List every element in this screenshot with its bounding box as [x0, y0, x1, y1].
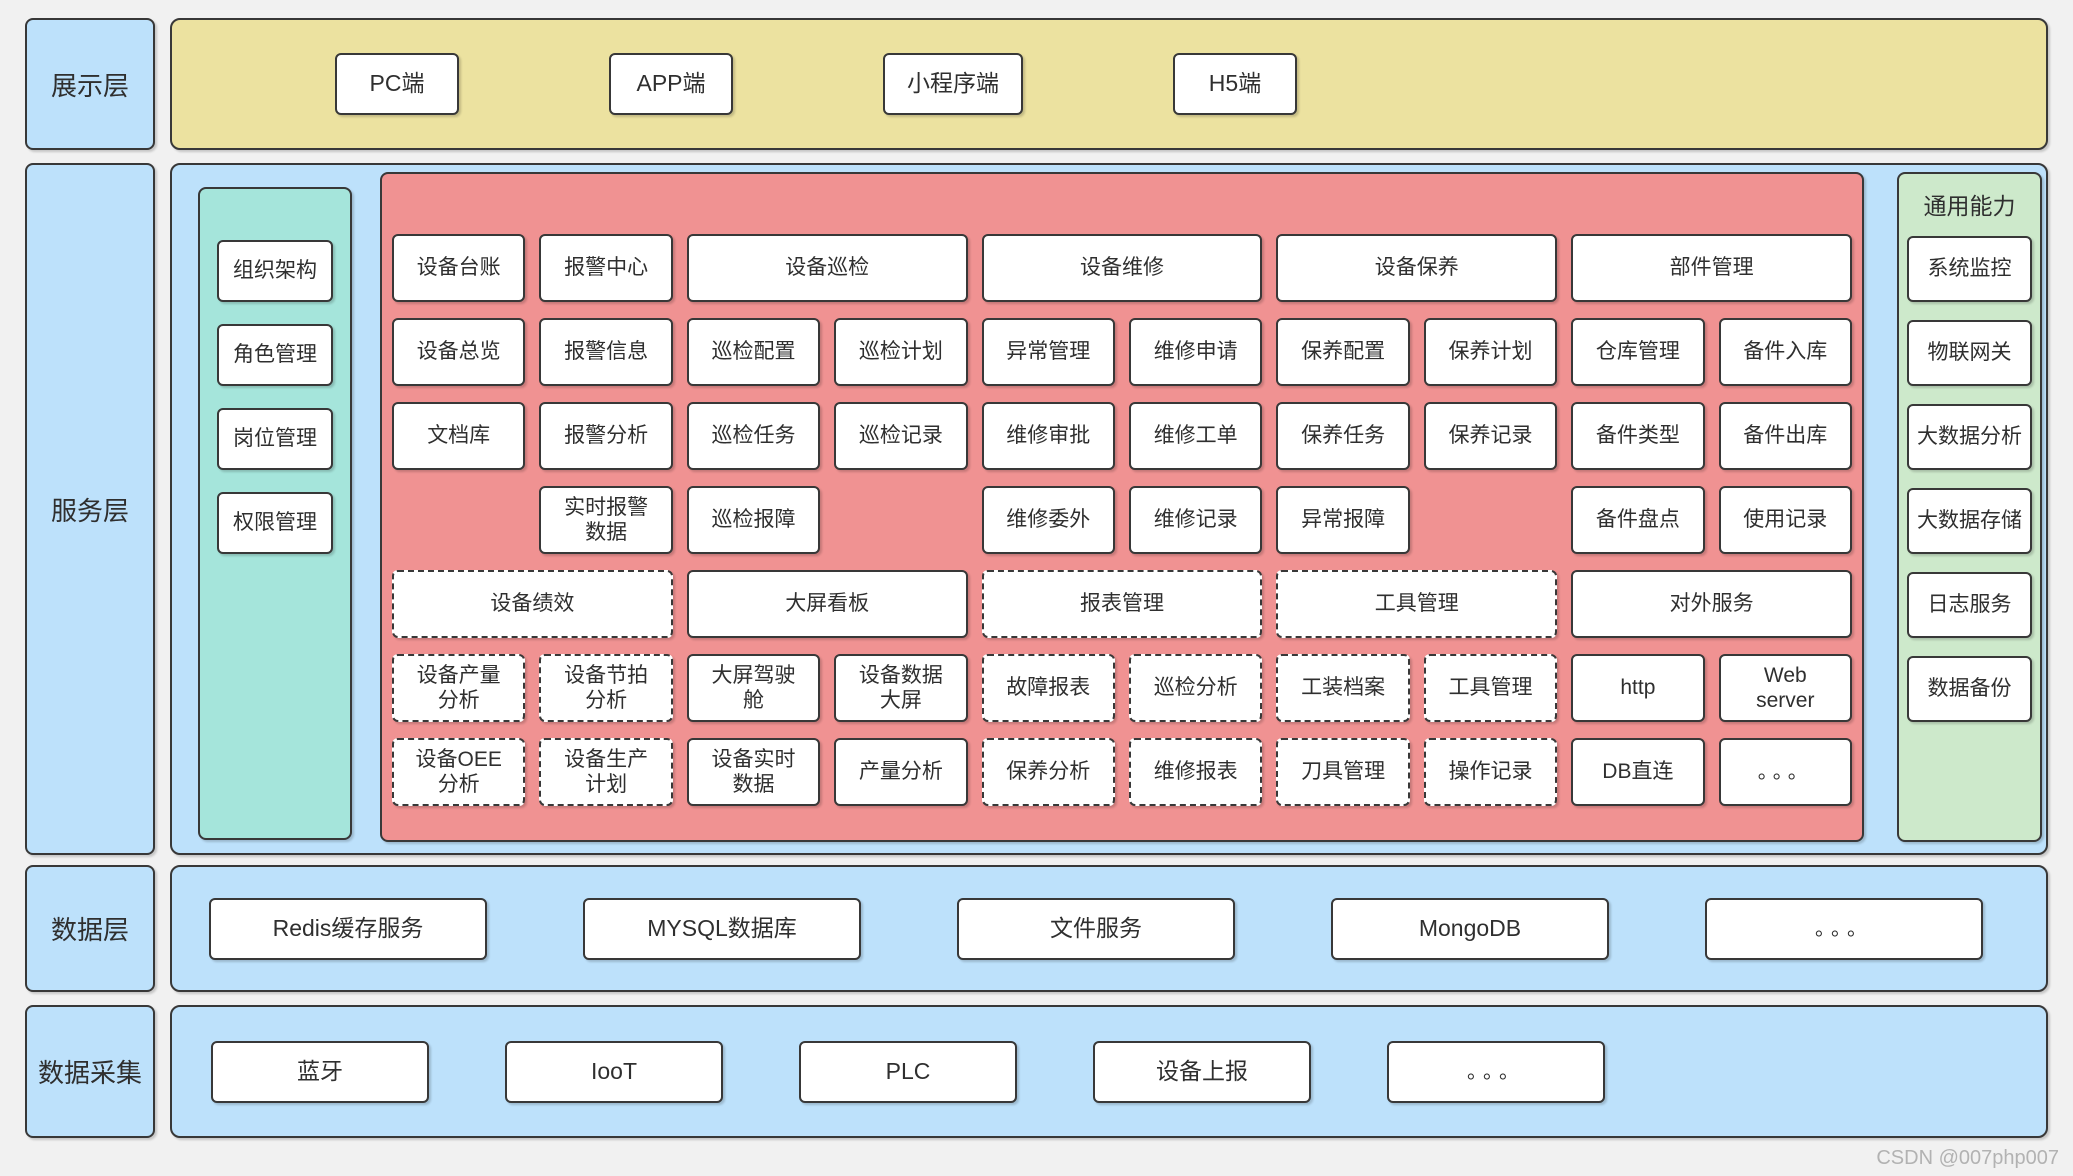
layer-label-data: 数据层	[25, 865, 155, 992]
module-box: 异常管理	[981, 318, 1115, 386]
module-box: 备件出库	[1718, 402, 1852, 470]
module-box: 设备保养	[1276, 234, 1558, 302]
module-box: 备件入库	[1718, 318, 1852, 386]
module-box: 设备绩效	[392, 570, 673, 638]
module-box: 。。。	[1718, 738, 1852, 806]
capability-box: 物联网关	[1907, 320, 2032, 386]
module-box: 巡检任务	[686, 402, 821, 470]
module-box: 设备维修	[981, 234, 1263, 302]
layer-label-service: 服务层	[25, 163, 155, 855]
data-layer-panel: Redis缓存服务 MYSQL数据库 文件服务 MongoDB 。。。	[170, 865, 2048, 992]
module-box: 仓库管理	[1571, 318, 1705, 386]
org-box: 角色管理	[217, 324, 333, 386]
module-box: 产量分析	[834, 738, 968, 806]
module-box: 维修申请	[1128, 318, 1263, 386]
module-box: 工装档案	[1276, 654, 1410, 722]
module-box: 巡检计划	[834, 318, 968, 386]
module-box: 设备OEE分析	[392, 738, 526, 806]
collector-box: IooT	[505, 1040, 723, 1103]
module-box: DB直连	[1571, 738, 1705, 806]
module-box: 巡检报障	[686, 486, 821, 554]
module-box: 大屏看板	[686, 570, 968, 638]
module-box: 保养分析	[981, 738, 1115, 806]
datastore-box: MYSQL数据库	[583, 897, 861, 960]
module-box: 操作记录	[1423, 738, 1558, 806]
collector-box: 蓝牙	[211, 1040, 429, 1103]
module-box: 文档库	[392, 402, 526, 470]
module-box: 维修记录	[1128, 486, 1263, 554]
module-box: 巡检配置	[686, 318, 821, 386]
collector-box: 。。。	[1387, 1040, 1605, 1103]
org-box: 权限管理	[217, 492, 333, 554]
capability-box: 大数据分析	[1907, 404, 2032, 470]
capability-box: 数据备份	[1907, 656, 2032, 722]
module-box: 刀具管理	[1276, 738, 1410, 806]
module-box: 设备产量分析	[392, 654, 526, 722]
client-box: APP端	[609, 53, 733, 115]
layer-label-collect: 数据采集	[25, 1005, 155, 1138]
module-box: 大屏驾驶舱	[686, 654, 821, 722]
module-box: 设备巡检	[686, 234, 968, 302]
module-box: 部件管理	[1571, 234, 1852, 302]
watermark: CSDN @007php007	[1876, 1147, 2059, 1169]
client-box: PC端	[335, 53, 459, 115]
module-box: 设备总览	[392, 318, 526, 386]
module-box: 实时报警数据	[539, 486, 673, 554]
module-box: 保养记录	[1423, 402, 1558, 470]
module-box: 报表管理	[981, 570, 1263, 638]
module-box: 设备生产计划	[539, 738, 673, 806]
module-box: 保养计划	[1423, 318, 1558, 386]
module-box: 设备数据大屏	[834, 654, 968, 722]
common-capabilities-title: 通用能力	[1923, 193, 2016, 219]
module-box: 工具管理	[1423, 654, 1558, 722]
module-box: 备件类型	[1571, 402, 1705, 470]
module-box: 对外服务	[1571, 570, 1852, 638]
presentation-layer-panel: PC端 APP端 小程序端 H5端	[170, 18, 2048, 150]
module-box: 故障报表	[981, 654, 1115, 722]
module-box: http	[1571, 654, 1705, 722]
capability-box: 大数据存储	[1907, 488, 2032, 554]
module-box: 报警信息	[539, 318, 673, 386]
layer-label-presentation: 展示层	[25, 18, 155, 150]
capability-box: 系统监控	[1907, 236, 2032, 302]
module-box: 报警分析	[539, 402, 673, 470]
module-box: 设备节拍分析	[539, 654, 673, 722]
client-box: H5端	[1173, 53, 1297, 115]
service-layer-panel: 组织架构角色管理岗位管理权限管理 设备台账报警中心设备巡检设备维修设备保养部件管…	[170, 163, 2048, 855]
module-box: 备件盘点	[1571, 486, 1705, 554]
module-box: 巡检记录	[834, 402, 968, 470]
datastore-box: MongoDB	[1331, 897, 1609, 960]
datastore-box: 。。。	[1705, 897, 1983, 960]
module-box: 巡检分析	[1128, 654, 1263, 722]
org-box: 组织架构	[217, 240, 333, 302]
module-box: 维修委外	[981, 486, 1115, 554]
client-box: 小程序端	[883, 53, 1023, 115]
collect-layer-panel: 蓝牙 IooT PLC 设备上报 。。。	[170, 1005, 2048, 1138]
collector-box: 设备上报	[1093, 1040, 1311, 1103]
module-box: 保养任务	[1276, 402, 1410, 470]
collector-box: PLC	[799, 1040, 1017, 1103]
module-box: 异常报障	[1276, 486, 1410, 554]
module-box: 报警中心	[539, 234, 673, 302]
module-box: Web server	[1718, 654, 1852, 722]
org-box: 岗位管理	[217, 408, 333, 470]
modules-panel: 设备台账报警中心设备巡检设备维修设备保养部件管理设备总览报警信息巡检配置巡检计划…	[380, 172, 1864, 842]
datastore-box: 文件服务	[957, 897, 1235, 960]
module-box: 使用记录	[1718, 486, 1852, 554]
module-box: 维修工单	[1128, 402, 1263, 470]
module-box: 设备实时数据	[686, 738, 821, 806]
module-box: 工具管理	[1276, 570, 1558, 638]
capability-box: 日志服务	[1907, 572, 2032, 638]
module-box: 维修审批	[981, 402, 1115, 470]
module-box: 维修报表	[1128, 738, 1263, 806]
datastore-box: Redis缓存服务	[209, 897, 487, 960]
common-capabilities-panel: 通用能力 系统监控物联网关大数据分析大数据存储日志服务数据备份	[1897, 172, 2042, 842]
module-box: 保养配置	[1276, 318, 1410, 386]
org-sidebar: 组织架构角色管理岗位管理权限管理	[198, 187, 352, 840]
module-box: 设备台账	[392, 234, 526, 302]
